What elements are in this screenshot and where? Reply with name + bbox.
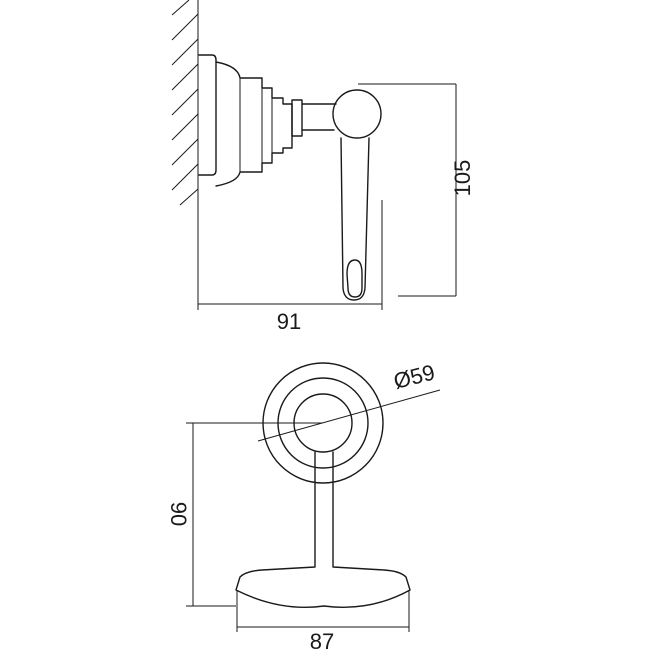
dim-90-label: 90 bbox=[166, 502, 191, 526]
dim-87-label: 87 bbox=[310, 629, 334, 652]
rosette-bell bbox=[215, 61, 293, 187]
base-plate bbox=[198, 54, 217, 176]
wall-hatching bbox=[171, 0, 199, 206]
dim-91-label: 91 bbox=[277, 309, 301, 334]
dim-91 bbox=[197, 200, 383, 310]
front-view: Ø59 90 87 bbox=[166, 360, 441, 652]
dim-105-label: 105 bbox=[450, 160, 475, 197]
ball-knob bbox=[332, 89, 382, 139]
dim-diameter-label: Ø59 bbox=[391, 360, 437, 394]
hook-rod bbox=[340, 137, 370, 301]
dim-105 bbox=[358, 83, 457, 297]
diameter-leader bbox=[257, 389, 441, 442]
side-view: 105 91 bbox=[171, 0, 475, 334]
dim-90 bbox=[186, 422, 323, 607]
dim-87 bbox=[236, 590, 410, 632]
collar bbox=[291, 99, 303, 137]
hook-body bbox=[235, 451, 411, 608]
